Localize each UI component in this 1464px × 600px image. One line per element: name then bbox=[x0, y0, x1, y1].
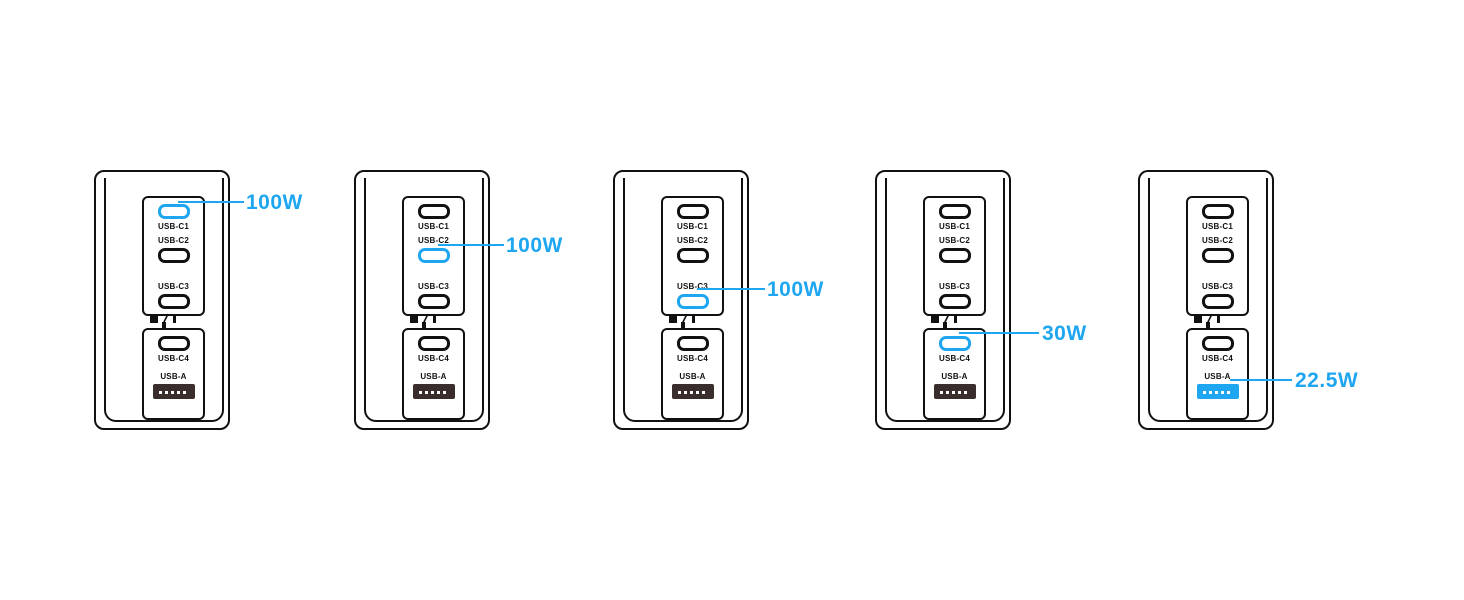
usb-c3-label: USB-C3 bbox=[677, 282, 708, 291]
usb-c1-label: USB-C1 bbox=[677, 222, 708, 231]
usb-c1-label: USB-C1 bbox=[1202, 222, 1233, 231]
charger-diagram-5: USB-C1 USB-C2 USB-C3 USB-C4 USB-A bbox=[1138, 170, 1274, 430]
charger-diagram-1: USB-C1 USB-C2 USB-C3 USB-C4 USB-A bbox=[94, 170, 230, 430]
usb-c4-label: USB-C4 bbox=[1202, 354, 1233, 363]
usb-c3-port-icon bbox=[417, 294, 450, 309]
callout-line bbox=[697, 288, 765, 290]
usb-a-label: USB-A bbox=[420, 372, 447, 381]
wattage-label: 100W bbox=[246, 191, 303, 214]
usb-c2-port-icon bbox=[157, 248, 190, 263]
usb-c4-a-panel: USB-C4 USB-A bbox=[142, 328, 205, 420]
usb-a-port-icon bbox=[933, 384, 976, 399]
usb-a-label: USB-A bbox=[160, 372, 187, 381]
usb-a-port-icon bbox=[412, 384, 455, 399]
usb-c2-port-icon bbox=[1201, 248, 1234, 263]
usb-c4-port-icon bbox=[157, 336, 190, 351]
charger-diagram-4: USB-C1 USB-C2 USB-C3 USB-C4 USB-A bbox=[875, 170, 1011, 430]
usb-a-port-icon bbox=[671, 384, 714, 399]
usb-c2-port-icon bbox=[676, 248, 709, 263]
usb-c4-port-icon bbox=[676, 336, 709, 351]
usb-c4-a-panel: USB-C4 USB-A bbox=[402, 328, 465, 420]
callout-line bbox=[178, 201, 244, 203]
usb-c4-port-icon bbox=[417, 336, 450, 351]
usb-c4-a-panel: USB-C4 USB-A bbox=[661, 328, 724, 420]
panel-connector bbox=[681, 322, 685, 330]
usb-a-label: USB-A bbox=[1204, 372, 1231, 381]
usb-c1-label: USB-C1 bbox=[158, 222, 189, 231]
panel-connector bbox=[422, 322, 426, 330]
charger-diagram-2: USB-C1 USB-C2 USB-C3 USB-C4 USB-A bbox=[354, 170, 490, 430]
wattage-label: 22.5W bbox=[1295, 369, 1359, 392]
usb-c2-label: USB-C2 bbox=[939, 236, 970, 245]
callout-line bbox=[438, 244, 504, 246]
charger-housing: USB-C1 USB-C2 USB-C3 USB-C4 USB-A bbox=[1138, 170, 1274, 430]
panel-connector bbox=[162, 322, 166, 330]
charger-housing: USB-C1 USB-C2 USB-C3 USB-C4 USB-A bbox=[613, 170, 749, 430]
usb-c1-port-icon bbox=[417, 204, 450, 219]
usb-c1-port-icon bbox=[157, 204, 190, 219]
usb-a-label: USB-A bbox=[679, 372, 706, 381]
callout-line bbox=[1230, 379, 1292, 381]
usb-c4-a-panel: USB-C4 USB-A bbox=[923, 328, 986, 420]
wattage-label: 100W bbox=[506, 234, 563, 257]
usb-c3-port-icon bbox=[157, 294, 190, 309]
usb-c-panel: USB-C1 USB-C2 USB-C3 bbox=[142, 196, 205, 316]
usb-c2-port-icon bbox=[417, 248, 450, 263]
usb-c2-label: USB-C2 bbox=[418, 236, 449, 245]
charger-face: USB-C1 USB-C2 USB-C3 USB-C4 USB-A bbox=[623, 178, 743, 422]
wattage-label: 100W bbox=[767, 278, 824, 301]
charger-housing: USB-C1 USB-C2 USB-C3 USB-C4 USB-A bbox=[875, 170, 1011, 430]
usb-c3-label: USB-C3 bbox=[1202, 282, 1233, 291]
charger-face: USB-C1 USB-C2 USB-C3 USB-C4 USB-A bbox=[364, 178, 484, 422]
usb-c4-a-panel: USB-C4 USB-A bbox=[1186, 328, 1249, 420]
charger-face: USB-C1 USB-C2 USB-C3 USB-C4 USB-A bbox=[104, 178, 224, 422]
usb-c4-label: USB-C4 bbox=[939, 354, 970, 363]
usb-c1-port-icon bbox=[676, 204, 709, 219]
usb-c2-label: USB-C2 bbox=[677, 236, 708, 245]
panel-connector bbox=[943, 322, 947, 330]
usb-c4-label: USB-C4 bbox=[418, 354, 449, 363]
usb-c3-port-icon bbox=[676, 294, 709, 309]
usb-c2-port-icon bbox=[938, 248, 971, 263]
usb-c4-label: USB-C4 bbox=[158, 354, 189, 363]
usb-c2-label: USB-C2 bbox=[1202, 236, 1233, 245]
charger-face: USB-C1 USB-C2 USB-C3 USB-C4 USB-A bbox=[885, 178, 1005, 422]
usb-c1-label: USB-C1 bbox=[418, 222, 449, 231]
usb-c3-label: USB-C3 bbox=[418, 282, 449, 291]
charger-housing: USB-C1 USB-C2 USB-C3 USB-C4 USB-A bbox=[94, 170, 230, 430]
usb-c1-port-icon bbox=[938, 204, 971, 219]
usb-c4-label: USB-C4 bbox=[677, 354, 708, 363]
usb-c2-label: USB-C2 bbox=[158, 236, 189, 245]
usb-c1-port-icon bbox=[1201, 204, 1234, 219]
wattage-label: 30W bbox=[1042, 322, 1087, 345]
usb-c4-port-icon bbox=[1201, 336, 1234, 351]
panel-connector bbox=[1206, 322, 1210, 330]
usb-c4-port-icon bbox=[938, 336, 971, 351]
charger-diagram-3: USB-C1 USB-C2 USB-C3 USB-C4 USB-A bbox=[613, 170, 749, 430]
usb-c-panel: USB-C1 USB-C2 USB-C3 bbox=[923, 196, 986, 316]
usb-c1-label: USB-C1 bbox=[939, 222, 970, 231]
usb-c-panel: USB-C1 USB-C2 USB-C3 bbox=[661, 196, 724, 316]
usb-c3-label: USB-C3 bbox=[158, 282, 189, 291]
usb-c3-port-icon bbox=[938, 294, 971, 309]
callout-line bbox=[959, 332, 1039, 334]
usb-c3-label: USB-C3 bbox=[939, 282, 970, 291]
charger-housing: USB-C1 USB-C2 USB-C3 USB-C4 USB-A bbox=[354, 170, 490, 430]
usb-c-panel: USB-C1 USB-C2 USB-C3 bbox=[1186, 196, 1249, 316]
charger-face: USB-C1 USB-C2 USB-C3 USB-C4 USB-A bbox=[1148, 178, 1268, 422]
usb-a-label: USB-A bbox=[941, 372, 968, 381]
usb-c3-port-icon bbox=[1201, 294, 1234, 309]
usb-a-port-icon bbox=[152, 384, 195, 399]
usb-a-port-icon bbox=[1196, 384, 1239, 399]
usb-c-panel: USB-C1 USB-C2 USB-C3 bbox=[402, 196, 465, 316]
